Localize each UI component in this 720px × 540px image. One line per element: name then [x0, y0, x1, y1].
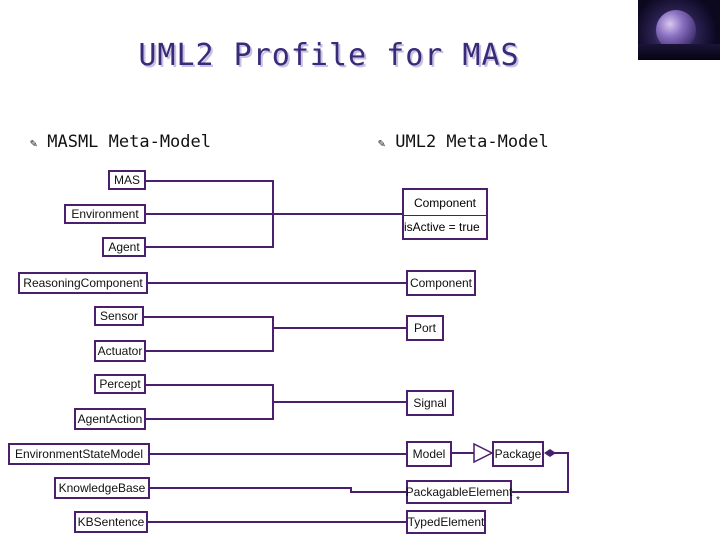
right-heading: ✎ UML2 Meta-Model [378, 132, 549, 152]
model-box[interactable]: Model [406, 441, 452, 467]
right-heading-text: UML2 Meta-Model [395, 132, 549, 152]
reasoning-component-box[interactable]: ReasoningComponent [18, 272, 148, 294]
component-box[interactable]: Component [406, 270, 476, 296]
agent-action-box[interactable]: AgentAction [74, 408, 146, 430]
connector-group2-to-port [272, 327, 406, 329]
environment-box[interactable]: Environment [64, 204, 146, 224]
connector-environment-state-model [150, 453, 406, 455]
connector-knowledge-base [150, 487, 350, 489]
pen-bullet-icon: ✎ [378, 136, 386, 150]
connector-agent [144, 246, 272, 248]
pen-bullet-icon: ✎ [30, 136, 38, 150]
packagable-element-box[interactable]: PackagableElement [406, 480, 512, 504]
connector-group1-to-component [272, 213, 402, 215]
left-heading-text: MASML Meta-Model [47, 132, 211, 152]
connector-sensor [144, 316, 272, 318]
environment-state-model-box[interactable]: EnvironmentStateModel [8, 443, 150, 465]
landscape-silhouette [638, 44, 720, 60]
component-class-attribute[interactable]: isActive = true [402, 216, 488, 240]
package-box[interactable]: Package [492, 441, 544, 467]
slide-title: UML2 Profile for MAS [138, 38, 520, 73]
connector-group3-to-signal [272, 401, 406, 403]
corner-decorative-image [638, 0, 720, 60]
connector-kb-sentence [148, 521, 406, 523]
connector-group2-vertical [272, 316, 274, 352]
connector-knowledge-base-to-packagable [350, 491, 406, 493]
connector-actuator [144, 350, 272, 352]
agent-box[interactable]: Agent [102, 237, 146, 257]
mas-box[interactable]: MAS [108, 170, 146, 190]
connector-percept [144, 384, 272, 386]
port-box[interactable]: Port [406, 315, 444, 341]
planet-sphere [656, 10, 696, 50]
composition-diamond-icon [544, 449, 556, 457]
connector-reasoning-component [148, 282, 406, 284]
left-heading: ✎ MASML Meta-Model [30, 132, 211, 152]
knowledge-base-box[interactable]: KnowledgeBase [54, 477, 150, 499]
percept-box[interactable]: Percept [94, 374, 146, 394]
connector-environment [144, 213, 272, 215]
generalization-arrowhead-icon [473, 442, 494, 464]
sensor-box[interactable]: Sensor [94, 306, 144, 326]
multiplicity-label: * [516, 495, 520, 506]
signal-box[interactable]: Signal [406, 390, 454, 416]
component-class-name[interactable]: Component [402, 188, 488, 216]
typed-element-box[interactable]: TypedElement [406, 510, 486, 534]
composition-line [512, 452, 569, 493]
connector-knowledge-base-vertical [350, 487, 352, 493]
connector-agent-action [144, 418, 272, 420]
kb-sentence-box[interactable]: KBSentence [74, 511, 148, 533]
connector-mas [144, 180, 272, 182]
actuator-box[interactable]: Actuator [94, 340, 146, 362]
